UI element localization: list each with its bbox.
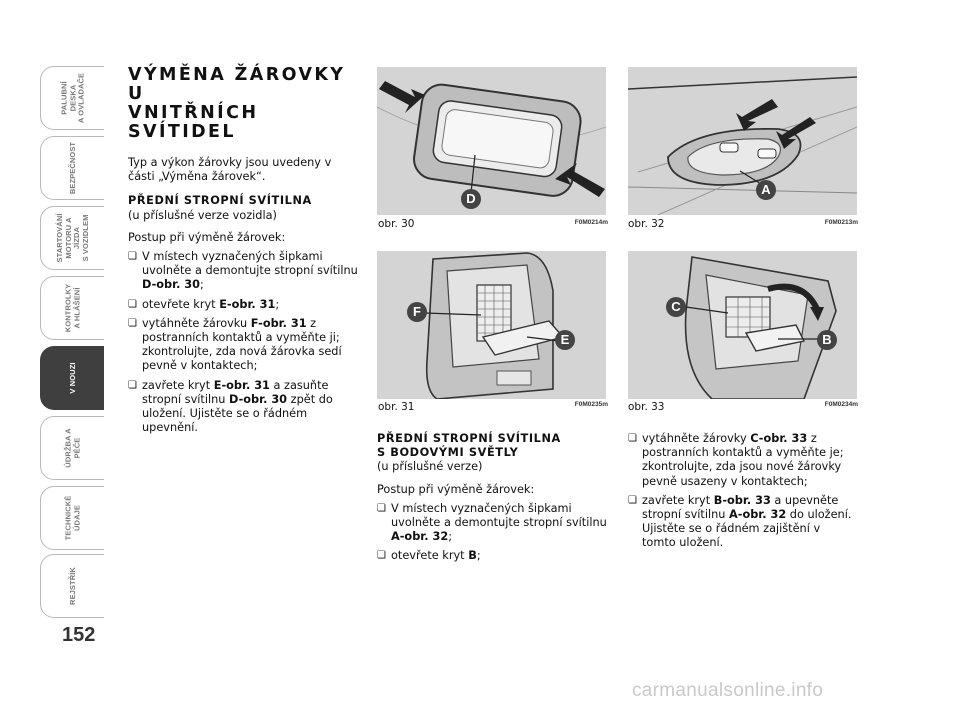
tab-safety[interactable]: BEZPEČNOST	[40, 136, 104, 200]
tab-dashboard-controls[interactable]: PALUBNÍ DESKA A OVLADAČE	[40, 66, 104, 130]
tab-label: TECHNICKÉ ÚDAJE	[63, 495, 81, 541]
page-number: 152	[62, 624, 96, 646]
figure-caption: obr. 32	[628, 218, 665, 230]
tab-index[interactable]: REJSTŘÍK	[40, 554, 104, 618]
tab-label: V NOUZI	[67, 362, 77, 394]
tab-technical-data[interactable]: TECHNICKÉ ÚDAJE	[40, 486, 104, 550]
tab-warning-lights[interactable]: KONTROLKY A HLÁŠENÍ	[40, 276, 104, 340]
open-lamp-drawing	[424, 252, 565, 399]
tab-label: BEZPEČNOST	[67, 141, 77, 195]
tab-label: ÚDRŽBA A PÉČE	[63, 428, 81, 468]
figure-33-illustration: C B	[628, 251, 857, 399]
figure-caption: obr. 31	[378, 401, 415, 413]
step-item: V místech vyznačených šipkami uvolněte a…	[377, 502, 607, 545]
callout-b: B	[817, 330, 837, 350]
section-note: (u příslušné verze vozidla)	[128, 208, 277, 222]
figure-code: F0M0235m	[574, 401, 608, 408]
figure-code: F0M0234m	[824, 401, 858, 408]
callout-c: C	[666, 297, 686, 317]
open-spotlight-drawing	[684, 256, 837, 399]
step-item: otevřete kryt B;	[377, 549, 607, 563]
step-item: V místech vyznačených šipkami uvolněte a…	[128, 250, 360, 293]
figure-32-illustration: A	[628, 67, 857, 215]
figure-30-illustration: D	[377, 67, 606, 215]
figure-caption: obr. 30	[378, 218, 415, 230]
figure-code: F0M0213m	[824, 219, 858, 226]
watermark: carmanualsonline.info	[632, 680, 824, 701]
callout-e: E	[555, 330, 575, 350]
page-title: VÝMĚNA ŽÁROVKY U VNITŘNÍCH SVÍTIDEL	[128, 66, 360, 142]
section-heading: PŘEDNÍ STROPNÍ SVÍTILNA	[128, 194, 312, 208]
figure-code: F0M0214m	[574, 219, 608, 226]
procedure-label: Postup při výměně žárovek:	[377, 482, 535, 496]
step-item: otevřete kryt E-obr. 31;	[128, 298, 360, 312]
section-note: (u příslušné verze)	[377, 460, 483, 474]
left-column: VÝMĚNA ŽÁROVKY U VNITŘNÍCH SVÍTIDEL Typ …	[128, 66, 360, 435]
step-item: zavřete kryt B-obr. 33 a upevněte stropn…	[628, 494, 857, 551]
intro-text: Typ a výkon žárovky jsou uvedeny v části…	[128, 156, 332, 184]
callout-f: F	[407, 302, 427, 322]
figure-caption: obr. 33	[628, 401, 665, 413]
callout-d: D	[461, 189, 481, 209]
tab-label: KONTROLKY A HLÁŠENÍ	[63, 283, 81, 333]
step-item: vytáhněte žárovku F-obr. 31 z postranníc…	[128, 317, 360, 374]
title-line-2: VNITŘNÍCH SVÍTIDEL	[128, 103, 259, 142]
right-column: vytáhněte žárovky C-obr. 33 z postranníc…	[628, 432, 857, 551]
title-line-1: VÝMĚNA ŽÁROVKY U	[128, 65, 346, 104]
step-item: zavřete kryt E-obr. 31 a zasuňte stropní…	[128, 379, 360, 436]
procedure-label: Postup při výměně žárovek:	[128, 230, 286, 244]
tab-maintenance[interactable]: ÚDRŽBA A PÉČE	[40, 416, 104, 480]
tab-label: REJSTŘÍK	[67, 567, 77, 605]
callout-a: A	[756, 180, 776, 200]
tab-emergency[interactable]: V NOUZI	[40, 346, 104, 410]
figure-31-illustration: F E	[377, 251, 606, 399]
spotlight-lamp-drawing	[628, 76, 857, 215]
roof-lamp-drawing	[377, 81, 606, 197]
step-item: vytáhněte žárovky C-obr. 33 z postranníc…	[628, 432, 857, 489]
tab-label: PALUBNÍ DESKA A OVLADAČE	[58, 72, 85, 124]
tab-starting-driving[interactable]: STARTOVÁNÍ MOTORU A JÍZDA S VOZIDLEM	[40, 206, 104, 270]
tab-label: STARTOVÁNÍ MOTORU A JÍZDA S VOZIDLEM	[54, 213, 90, 263]
